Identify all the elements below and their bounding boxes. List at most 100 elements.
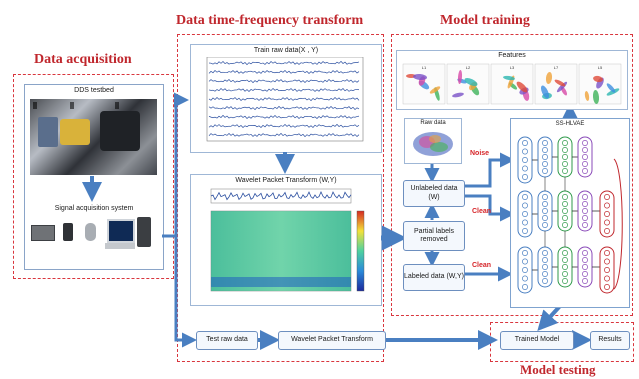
network-neuron [582, 271, 588, 277]
raw-data-panel: Train raw data(X , Y) [190, 44, 382, 153]
raw-data-title: Train raw data(X , Y) [253, 47, 319, 54]
results-node: Results [590, 331, 630, 350]
testbed-coupling-shape [60, 119, 90, 145]
network-neuron [604, 202, 610, 209]
network-neuron [604, 194, 610, 200]
network-neuron [542, 264, 548, 270]
raw-signal-plot [206, 57, 364, 142]
arrow-unlabeled-clean [464, 194, 515, 222]
network-neuron [522, 202, 528, 209]
network-neuron [542, 257, 548, 263]
raw-data-label: Raw data [420, 120, 446, 126]
network-neuron [522, 174, 528, 180]
network-neuron [522, 219, 528, 226]
cluster-blob [503, 75, 515, 81]
monitor-shape [107, 219, 135, 243]
stage-title-training: Model training [440, 13, 530, 28]
raw-trace-line [208, 87, 360, 92]
network-neuron [562, 140, 568, 146]
network-neuron [542, 201, 548, 207]
network-neuron [522, 157, 528, 163]
network-neuron [562, 222, 568, 228]
cluster-blob [592, 90, 600, 104]
model-panel: SS-HLVAE [510, 118, 630, 308]
testbed-title: DDS testbed [74, 87, 114, 94]
network-neuron [604, 228, 610, 234]
network-neuron [582, 168, 588, 174]
network-neuron [562, 208, 568, 214]
cluster-blob [464, 77, 478, 87]
network-neuron [562, 257, 568, 263]
noise-label: Noise [470, 150, 490, 157]
network-neuron [562, 161, 568, 167]
network-neuron [582, 140, 588, 146]
network-neuron [562, 147, 568, 153]
network-neuron [604, 211, 610, 217]
cluster-blob [429, 86, 441, 94]
cluster-blob [457, 70, 463, 84]
arrow-unlabeled-noise [464, 152, 515, 188]
network-neuron [582, 250, 588, 256]
network-neuron [582, 194, 588, 200]
cluster-label: L1 [422, 65, 427, 70]
cluster-blob [554, 79, 566, 87]
network-neuron [562, 278, 568, 284]
cluster-label: L5 [598, 65, 603, 70]
network-neuron [562, 264, 568, 270]
cluster-blob [593, 75, 603, 83]
network-neuron [562, 194, 568, 200]
testbed-photo: ​ ​ ​ [30, 99, 157, 175]
network-neuron [542, 168, 548, 174]
network-neuron [604, 258, 610, 265]
network-neuron [542, 161, 548, 167]
model-network [517, 136, 623, 294]
network-neuron [582, 215, 588, 221]
test-raw-data-node: Test raw data [196, 331, 258, 350]
network-neuron [582, 147, 588, 153]
photo-tag: ​ [33, 102, 37, 109]
network-neuron [522, 211, 528, 217]
network-neuron [522, 267, 528, 273]
network-feedback-path [613, 158, 623, 290]
raw-trace-line [208, 123, 360, 129]
network-neuron [542, 140, 548, 146]
network-neuron [562, 168, 568, 174]
network-neuron [542, 222, 548, 228]
cluster-blob [540, 85, 550, 99]
cluster-blob [606, 83, 616, 93]
cluster-blob [452, 92, 464, 98]
clean-label-1: Clean [472, 208, 492, 215]
network-neuron [604, 284, 610, 290]
network-neuron [522, 194, 528, 200]
network-neuron [562, 215, 568, 221]
training-frame [391, 34, 633, 316]
clean-label-2: Clean [472, 262, 492, 269]
wpt-panel: Wavelet Packet Transform (W,Y) [190, 174, 382, 306]
network-neuron [542, 278, 548, 284]
testbed-gearbox-shape [100, 111, 140, 151]
network-neuron [522, 165, 528, 172]
raw-trace-line [208, 132, 360, 138]
trained-model-node: Trained Model [500, 331, 574, 350]
cluster-blob [413, 73, 427, 81]
network-neuron [522, 228, 528, 234]
sensor-shape [85, 223, 96, 241]
labeled-data-node: Labeled data (W,Y) [403, 264, 465, 291]
photo-tag: ​ [70, 102, 74, 109]
photo-tag: ​ [115, 102, 119, 109]
network-neuron [582, 257, 588, 263]
partial-labels-node: Partial labels removed [403, 221, 465, 251]
network-neuron [582, 201, 588, 207]
network-neuron [582, 264, 588, 270]
network-neuron [582, 222, 588, 228]
raw-trace-line [208, 60, 360, 66]
features-title: Features [498, 52, 526, 59]
network-neuron [542, 271, 548, 277]
stage-title-testing: Model testing [520, 362, 596, 377]
network-neuron [562, 271, 568, 277]
acquisition-frame [13, 74, 174, 279]
raw-trace-line [208, 105, 360, 111]
network-neuron [562, 154, 568, 160]
network-neuron [582, 278, 588, 284]
